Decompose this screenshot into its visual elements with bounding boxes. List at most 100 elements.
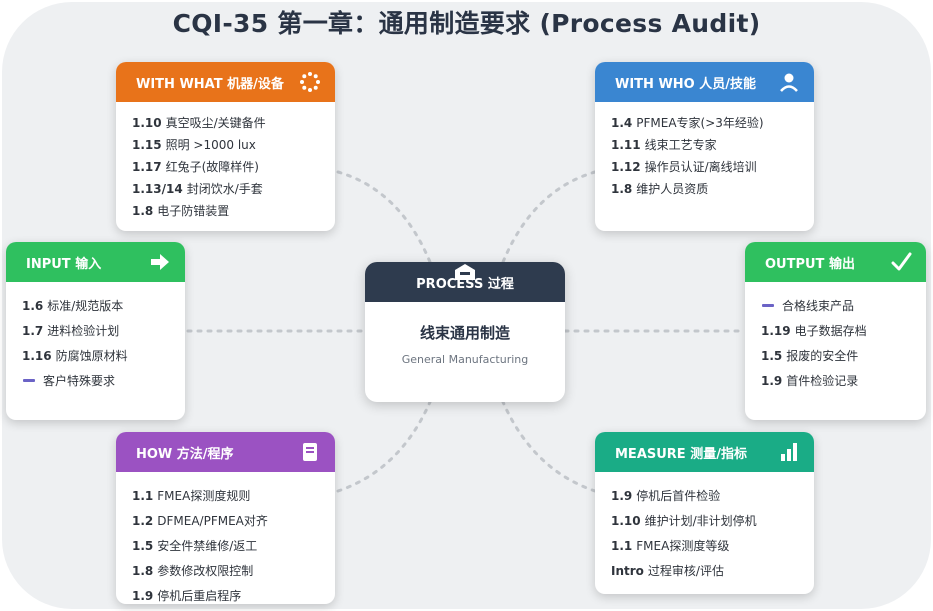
item-text: PFMEA专家(>3年经验) bbox=[636, 116, 764, 130]
list-item: 合格线束产品 bbox=[761, 294, 912, 319]
connector-measure bbox=[501, 400, 597, 493]
process-header: PROCESS 过程 bbox=[365, 262, 565, 302]
bar-chart-icon bbox=[778, 441, 800, 463]
process-title: 线束通用制造 bbox=[419, 324, 510, 342]
item-code: 1.16 bbox=[22, 349, 52, 363]
item-code: 1.10 bbox=[132, 116, 162, 130]
item-text: 合格线束产品 bbox=[782, 299, 855, 313]
input-header: INPUT 输入 bbox=[6, 242, 185, 282]
item-text: 进料检验计划 bbox=[47, 324, 120, 338]
item-text: 过程审核/评估 bbox=[647, 564, 724, 578]
item-code: 1.9 bbox=[132, 589, 154, 603]
factory-icon bbox=[452, 262, 478, 282]
item-text: 客户特殊要求 bbox=[43, 374, 116, 388]
item-code: 1.2 bbox=[132, 514, 154, 528]
item-code: 1.12 bbox=[611, 160, 641, 174]
dash-icon bbox=[23, 378, 35, 382]
item-text: DFMEA/PFMEA对齐 bbox=[157, 514, 268, 528]
item-code: 1.19 bbox=[761, 324, 791, 338]
item-text: 安全件禁维修/返工 bbox=[157, 539, 258, 553]
item-code: 1.10 bbox=[611, 514, 641, 528]
connector-with-who bbox=[501, 170, 597, 264]
loading-circle-icon bbox=[299, 71, 321, 93]
item-text: 防腐蚀原材料 bbox=[55, 349, 128, 363]
connector-how bbox=[336, 400, 432, 493]
list-item: 客户特殊要求 bbox=[22, 369, 171, 394]
item-code: 1.5 bbox=[132, 539, 154, 553]
item-text: 封闭饮水/手套 bbox=[186, 182, 263, 196]
item-text: 首件检验记录 bbox=[786, 374, 859, 388]
clipboard-icon bbox=[299, 441, 321, 463]
item-code: 1.11 bbox=[611, 138, 641, 152]
item-text: 线束工艺专家 bbox=[644, 138, 717, 152]
how-header-label: HOW 方法/程序 bbox=[136, 446, 234, 462]
item-text: 停机后重启程序 bbox=[157, 589, 242, 603]
item-code: 1.7 bbox=[22, 324, 44, 338]
item-code: 1.5 bbox=[761, 349, 783, 363]
item-text: 报废的安全件 bbox=[786, 349, 859, 363]
item-code: 1.9 bbox=[761, 374, 783, 388]
item-code: 1.1 bbox=[611, 539, 633, 553]
page-title: CQI-35 第一章：通用制造要求 (Process Audit) bbox=[172, 9, 761, 38]
item-text: FMEA探测度等级 bbox=[636, 539, 730, 553]
output-header: OUTPUT 输出 bbox=[745, 242, 926, 282]
person-icon bbox=[778, 71, 800, 93]
item-text: 真空吸尘/关键备件 bbox=[165, 116, 266, 130]
item-text: FMEA探测度规则 bbox=[157, 489, 251, 503]
with-who-header: WITH WHO 人员/技能 bbox=[595, 62, 814, 102]
item-code: 1.8 bbox=[132, 204, 154, 218]
item-code: 1.15 bbox=[132, 138, 162, 152]
item-text: 维护人员资质 bbox=[636, 182, 709, 196]
item-text: 操作员认证/离线培训 bbox=[644, 160, 757, 174]
how-header: HOW 方法/程序 bbox=[116, 432, 335, 472]
process-subtitle: General Manufacturing bbox=[401, 353, 529, 366]
item-code: Intro bbox=[611, 564, 644, 578]
item-text: 参数修改权限控制 bbox=[157, 564, 254, 578]
item-code: 1.6 bbox=[22, 299, 44, 313]
item-text: 电子防错装置 bbox=[157, 204, 230, 218]
item-code: 1.8 bbox=[611, 182, 633, 196]
item-code: 1.4 bbox=[611, 116, 633, 130]
item-code: 1.9 bbox=[611, 489, 633, 503]
process-card: PROCESS 过程 线束通用制造 General Manufacturing bbox=[365, 262, 565, 402]
item-code: 1.8 bbox=[132, 564, 154, 578]
measure-header: MEASURE 测量/指标 bbox=[595, 432, 814, 472]
item-text: 标准/规范版本 bbox=[47, 299, 124, 313]
checkmark-icon bbox=[890, 251, 912, 273]
output-header-label: OUTPUT 输出 bbox=[765, 256, 855, 272]
item-code: 1.13/14 bbox=[132, 182, 183, 196]
